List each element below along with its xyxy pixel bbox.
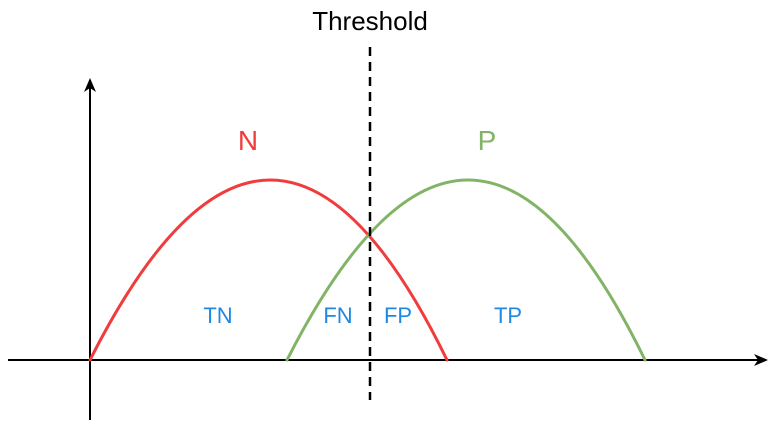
true-negative-label: TN xyxy=(203,303,232,328)
positive-distribution-curve xyxy=(285,178,647,362)
false-positive-label: FP xyxy=(384,303,412,328)
true-positive-label: TP xyxy=(494,303,522,328)
false-negative-label: FN xyxy=(323,303,352,328)
negative-distribution-curve xyxy=(88,178,449,362)
negative-curve-label: N xyxy=(238,125,258,156)
threshold-label: Threshold xyxy=(312,6,428,36)
positive-curve-label: P xyxy=(478,125,497,156)
